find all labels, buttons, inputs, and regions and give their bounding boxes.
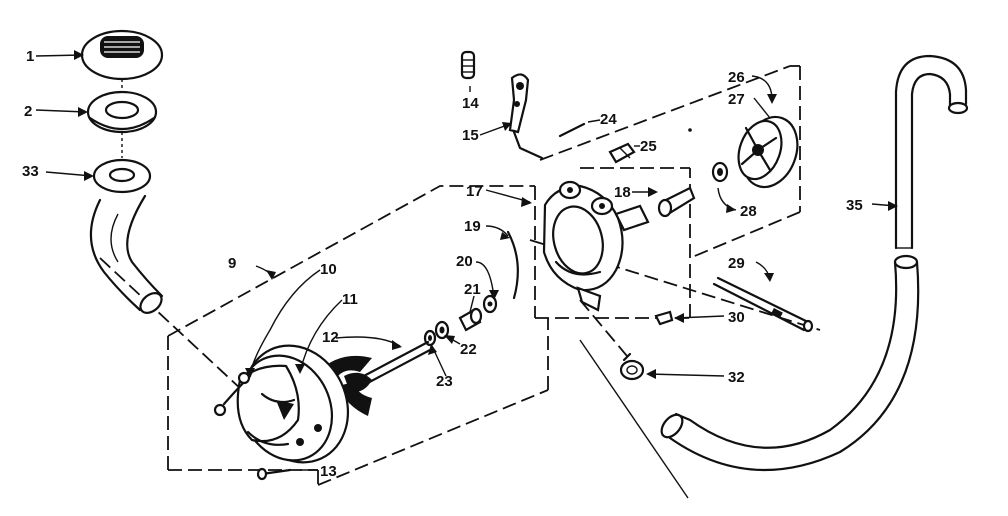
label-part-24: 24 <box>600 111 617 128</box>
filter-cap-drawing <box>80 29 164 95</box>
label-part-13: 13 <box>320 463 337 480</box>
label-part-17: 17 <box>466 183 483 200</box>
label-part-9: 9 <box>228 255 236 272</box>
label-part-21: 21 <box>464 281 481 298</box>
label-part-10: 10 <box>320 261 337 278</box>
elbow-pipe-drawing <box>89 194 164 314</box>
label-part-1: 1 <box>26 48 34 65</box>
label-part-22: 22 <box>460 341 477 358</box>
label-part-2: 2 <box>24 103 32 120</box>
part-labels: 1 2 33 14 15 24 25 26 27 28 17 18 19 20 … <box>22 48 863 480</box>
label-part-26: 26 <box>728 69 745 86</box>
drain-hose-drawing <box>660 54 969 472</box>
spring-drawing <box>482 294 498 314</box>
washer-drawing <box>711 161 729 183</box>
bushing-drawing <box>458 307 483 332</box>
bearing-sleeve-drawing <box>657 186 696 218</box>
drive-shaft-drawing <box>712 276 814 333</box>
filter-body-drawing <box>86 90 158 158</box>
label-part-29: 29 <box>728 255 745 272</box>
pulley-drawing <box>737 115 799 189</box>
lever-arm-drawing <box>508 73 544 160</box>
dot-mark <box>688 128 692 132</box>
pin-drawing <box>558 122 586 138</box>
reference-line <box>579 339 689 499</box>
gasket-drawing <box>92 158 152 194</box>
label-part-20: 20 <box>456 253 473 270</box>
arrowheads <box>74 50 898 379</box>
assembly-outline <box>99 65 821 486</box>
label-part-12: 12 <box>322 329 339 346</box>
key-drawing <box>654 310 674 326</box>
label-part-18: 18 <box>614 184 631 201</box>
mounting-screw-drawing <box>256 467 292 481</box>
pump-housing-drawing <box>542 180 650 312</box>
hose-clamp-drawing <box>619 352 645 381</box>
clip-drawing <box>608 142 636 164</box>
label-part-19: 19 <box>464 218 481 235</box>
label-part-14: 14 <box>462 95 479 112</box>
label-part-30: 30 <box>728 309 745 326</box>
screw-drawing <box>460 50 476 80</box>
label-part-33: 33 <box>22 163 39 180</box>
label-part-25: 25 <box>640 138 657 155</box>
label-part-15: 15 <box>462 127 479 144</box>
label-part-35: 35 <box>846 197 863 214</box>
label-part-11: 11 <box>342 291 358 308</box>
retainer-drawing <box>434 320 450 340</box>
seal-ring-drawing <box>506 230 519 300</box>
label-part-28: 28 <box>740 203 757 220</box>
label-part-27: 27 <box>728 91 745 108</box>
label-part-23: 23 <box>436 373 453 390</box>
label-part-32: 32 <box>728 369 745 386</box>
pump-cover-drawing <box>213 344 350 464</box>
